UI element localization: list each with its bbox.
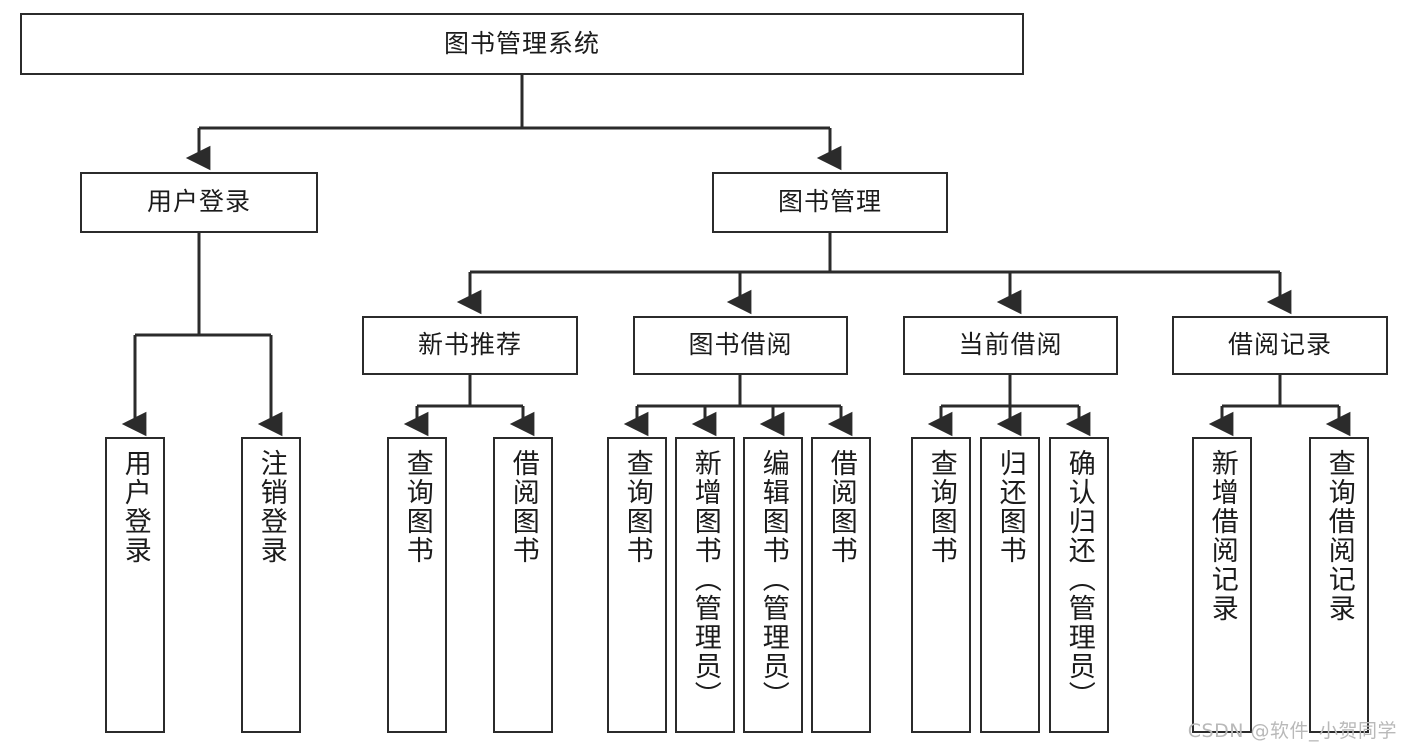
node-label: 借阅图书 — [507, 449, 539, 565]
node-label: 当前借阅 — [958, 330, 1063, 360]
leaf-confirm-return-admin[interactable]: 确认归还（管理员） — [1049, 437, 1109, 733]
node-user-login[interactable]: 用户登录 — [80, 172, 318, 233]
leaf-borrow-book[interactable]: 借阅图书 — [811, 437, 871, 733]
node-label: 新书推荐 — [417, 330, 522, 360]
leaf-logout-login[interactable]: 注销登录 — [241, 437, 301, 733]
node-label: 查询图书 — [925, 449, 957, 565]
leaf-user-login[interactable]: 用户登录 — [105, 437, 165, 733]
leaf-add-borrow-record[interactable]: 新增借阅记录 — [1192, 437, 1252, 733]
leaf-add-book-admin[interactable]: 新增图书（管理员） — [675, 437, 735, 733]
node-label: 新增借阅记录 — [1206, 449, 1238, 623]
node-label: 编辑图书（管理员） — [757, 449, 789, 710]
leaf-borrow-book-recommend[interactable]: 借阅图书 — [493, 437, 553, 733]
leaf-query-book-recommend[interactable]: 查询图书 — [387, 437, 447, 733]
node-label: 图书借阅 — [688, 330, 793, 360]
node-book-management[interactable]: 图书管理 — [712, 172, 948, 233]
node-book-borrow[interactable]: 图书借阅 — [633, 316, 848, 375]
leaf-return-book[interactable]: 归还图书 — [980, 437, 1040, 733]
node-label: 查询图书 — [401, 449, 433, 565]
node-current-borrow[interactable]: 当前借阅 — [903, 316, 1118, 375]
node-label: 确认归还（管理员） — [1063, 449, 1095, 710]
node-borrow-record[interactable]: 借阅记录 — [1172, 316, 1388, 375]
node-label: 查询借阅记录 — [1323, 449, 1355, 623]
node-label: 用户登录 — [119, 449, 151, 565]
node-label: 归还图书 — [994, 449, 1026, 565]
node-label: 新增图书（管理员） — [689, 449, 721, 710]
node-label: 借阅图书 — [825, 449, 857, 565]
leaf-edit-book-admin[interactable]: 编辑图书（管理员） — [743, 437, 803, 733]
leaf-query-book-borrow[interactable]: 查询图书 — [607, 437, 667, 733]
leaf-query-borrow-record[interactable]: 查询借阅记录 — [1309, 437, 1369, 733]
node-new-book-recommend[interactable]: 新书推荐 — [362, 316, 578, 375]
leaf-query-book-current[interactable]: 查询图书 — [911, 437, 971, 733]
node-label: 图书管理 — [777, 187, 882, 217]
node-label: 借阅记录 — [1227, 330, 1332, 360]
node-root-book-management-system[interactable]: 图书管理系统 — [20, 13, 1024, 75]
node-label: 用户登录 — [146, 187, 251, 217]
node-label: 图书管理系统 — [443, 28, 600, 58]
watermark: CSDN @软件_小贺同学 — [1187, 720, 1397, 742]
node-label: 查询图书 — [621, 449, 653, 565]
node-label: 注销登录 — [255, 449, 287, 565]
